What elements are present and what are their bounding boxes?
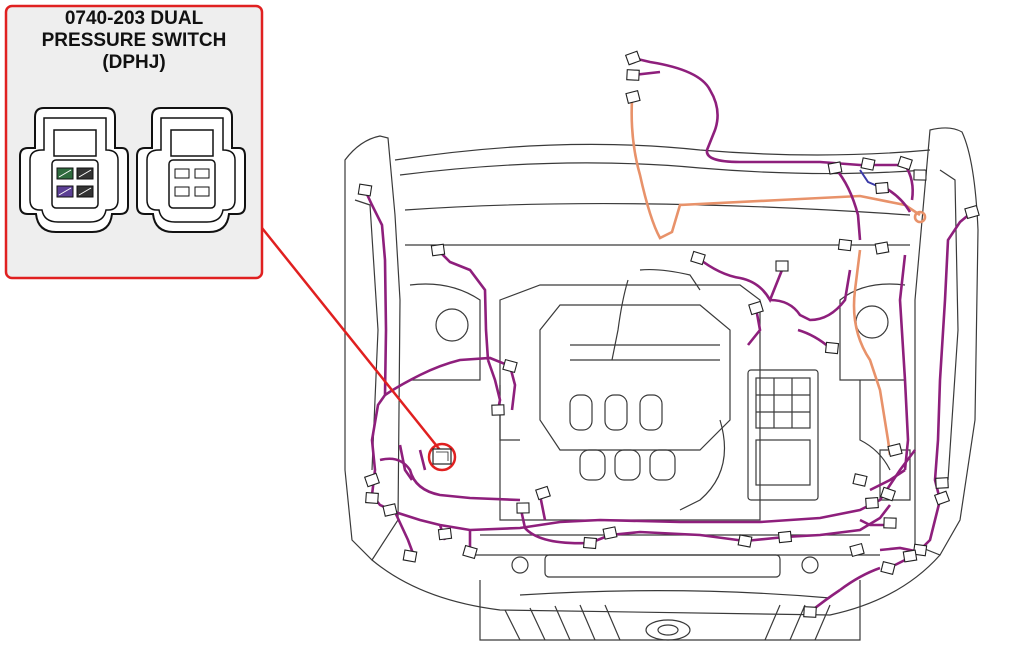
harness-connector[interactable]: [883, 517, 897, 529]
vehicle-line-art: [344, 127, 979, 641]
target-highlight-circle[interactable]: [427, 442, 457, 472]
harness-connector[interactable]: [824, 341, 840, 355]
harness-connector[interactable]: [491, 404, 505, 416]
harness-secondary: [630, 99, 927, 456]
harness-connector[interactable]: [624, 50, 642, 66]
harness-connector[interactable]: [897, 155, 913, 171]
harness-connector[interactable]: [933, 490, 951, 506]
leader-line: [261, 227, 445, 456]
harness-connector[interactable]: [777, 530, 793, 544]
harness-connector[interactable]: [837, 238, 853, 252]
callout-title-line-3: (DPHJ): [102, 52, 166, 73]
harness-connector[interactable]: [874, 181, 890, 195]
harness-connector[interactable]: [502, 358, 518, 374]
harness-connector[interactable]: [363, 472, 381, 488]
harness-main: [363, 56, 973, 614]
harness-connector[interactable]: [535, 485, 551, 501]
connector-female-icon: [19, 107, 129, 233]
harness-connector[interactable]: [737, 534, 753, 548]
harness-connector[interactable]: [849, 542, 865, 558]
harness-connector[interactable]: [880, 561, 896, 575]
connector-group: [357, 50, 980, 618]
harness-connector[interactable]: [602, 526, 618, 540]
connector-male-icon: [136, 107, 246, 233]
harness-connector[interactable]: [582, 536, 598, 550]
harness-connector[interactable]: [357, 183, 373, 197]
harness-connector[interactable]: [462, 544, 478, 560]
harness-connector[interactable]: [902, 549, 918, 563]
harness-connector[interactable]: [865, 497, 879, 509]
harness-connector[interactable]: [690, 250, 706, 266]
harness-connector[interactable]: [874, 241, 890, 255]
harness-connector[interactable]: [860, 157, 876, 171]
callout-title-line-2: PRESSURE SWITCH: [41, 30, 227, 51]
harness-connector[interactable]: [913, 169, 927, 181]
connector-detail: [436, 451, 449, 461]
harness-connector[interactable]: [935, 477, 949, 489]
harness-connector[interactable]: [437, 527, 453, 541]
harness-connector[interactable]: [852, 473, 868, 487]
harness-connector[interactable]: [402, 549, 418, 563]
harness-connector[interactable]: [516, 502, 530, 514]
harness-connector[interactable]: [827, 161, 843, 175]
callout-title-line-1: 0740-203 DUAL: [64, 8, 204, 29]
harness-connector[interactable]: [887, 443, 903, 457]
harness-connector[interactable]: [748, 300, 764, 316]
harness-connector[interactable]: [964, 204, 980, 220]
harness-connector[interactable]: [626, 69, 640, 81]
harness-connector[interactable]: [365, 492, 379, 504]
harness-connector[interactable]: [382, 503, 398, 517]
harness-connector[interactable]: [775, 260, 789, 272]
harness-connector[interactable]: [625, 90, 641, 104]
harness-connector[interactable]: [912, 543, 928, 557]
callout-title: 0740-203 DUAL PRESSURE SWITCH (DPHJ): [8, 8, 260, 74]
harness-connector[interactable]: [879, 486, 897, 502]
harness-connector[interactable]: [430, 243, 446, 257]
harness-connector[interactable]: [803, 606, 817, 618]
dual-pressure-switch-connector[interactable]: [432, 448, 452, 465]
